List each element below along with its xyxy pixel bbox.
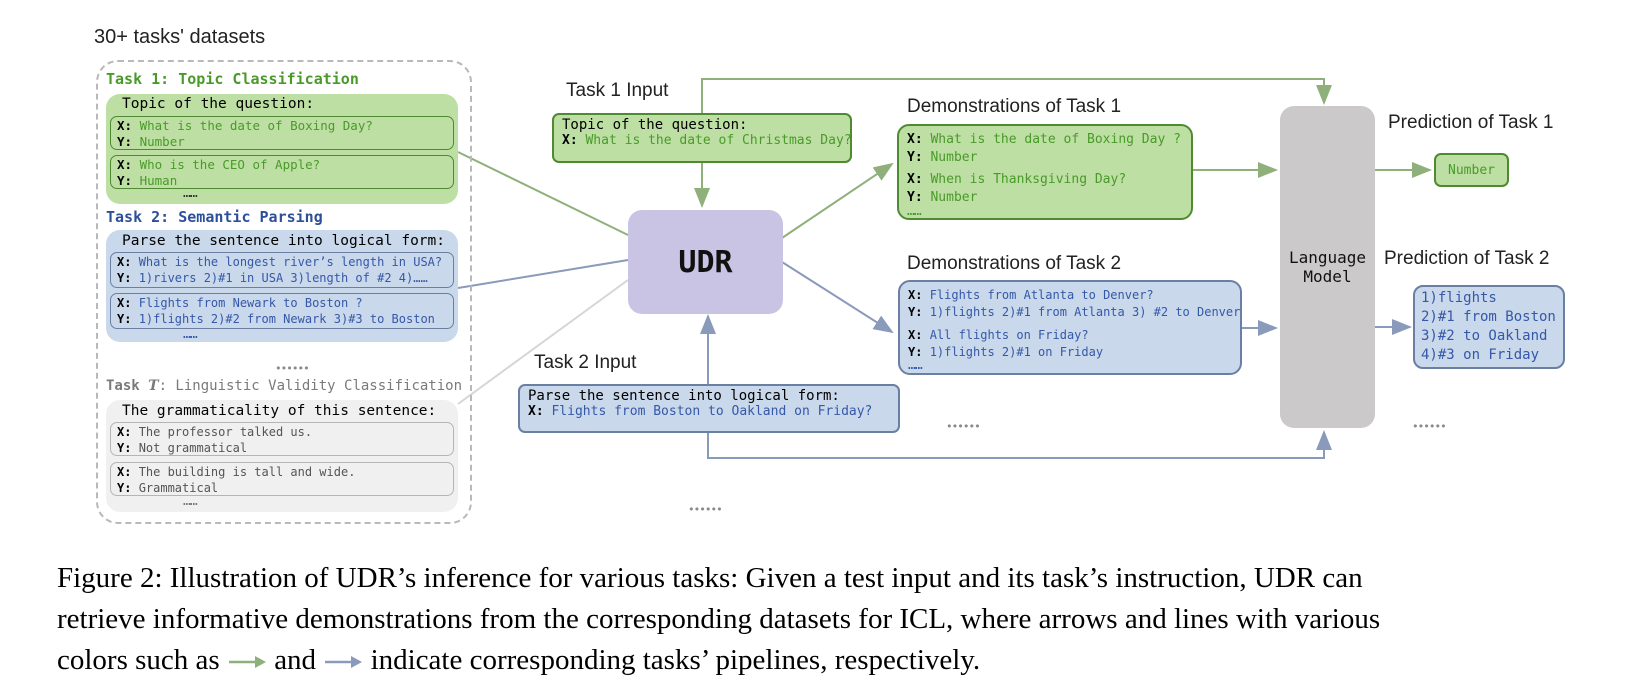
input2-box: Parse the sentence into logical form: X:… [518,384,900,433]
demo1-label: Demonstrations of Task 1 [907,96,1122,117]
task1-example: X: What is the date of Boxing Day? Y: Nu… [110,116,454,150]
demo2-example: X: Flights from Atlanta to Denver? [908,288,1154,302]
caption-line: retrieve informative demonstrations from… [57,603,1381,635]
task1-example: X: Who is the CEO of Apple? Y: Human [110,155,454,189]
input1-x: What is the date of Christmas Day? [585,133,852,148]
task2-dataset-box [106,230,458,342]
pred2-label: Prediction of Task 2 [1384,248,1550,269]
task2-more: …… [183,327,198,342]
udr-to-demo2-arrow [781,261,894,334]
demo1-example: X: What is the date of Boxing Day ? [907,132,1181,147]
input2-instruction: Parse the sentence into logical form: [528,388,840,404]
pred1-box: Number [1434,153,1509,187]
task1-dataset-link [457,151,629,236]
caption-line: Figure 2: Illustration of UDR’s inferenc… [57,562,1363,594]
lm-line2: Model [1303,267,1352,286]
bottom-dots: •••••• [688,503,723,516]
demo1-example: X: When is Thanksgiving Day? [907,172,1127,187]
figure-caption: Figure 2: Illustration of UDR’s inferenc… [57,558,1380,681]
green-arrow-icon [228,656,266,669]
pred2-box: 1)flights 2)#1 from Boston 3)#2 to Oakla… [1413,285,1565,369]
taskT-example: X: The professor talked us. Y: Not gramm… [110,422,454,456]
blue-arrow-icon [325,656,363,669]
task1-title: Task 1: Topic Classification [106,70,359,88]
pred1-value: Number [1448,162,1495,178]
taskT-example: X: The building is tall and wide. Y: Gra… [110,462,454,496]
language-model-box: Language Model [1280,106,1375,428]
demo2-box: X: Flights from Atlanta to Denver? Y: 1)… [898,280,1242,375]
pred-dots: •••••• [1412,420,1447,433]
caption-line: colors such as and indicate correspondin… [57,644,981,676]
between-tasks-dots: •••••• [275,362,310,375]
demo2-label: Demonstrations of Task 2 [907,253,1122,274]
taskT-instruction: The grammaticality of this sentence: [122,403,437,419]
input1-box: Topic of the question: X: What is the da… [552,113,852,163]
input1-instruction: Topic of the question: [562,117,748,133]
demo2-example: X: All flights on Friday? [908,328,1089,342]
input2-label: Task 2 Input [534,352,637,373]
pred2-line: 4)#3 on Friday [1421,347,1540,363]
udr-box: UDR [628,210,783,314]
taskT-dataset-box [106,400,458,512]
input2-to-lm-arrow [707,430,1332,459]
pred2-line: 2)#1 from Boston [1421,309,1556,325]
input2-x: Flights from Boston to Oakland on Friday… [551,404,873,419]
taskT-more: …… [183,494,198,509]
task2-example: X: What is the longest river’s length in… [110,252,454,288]
taskT-dataset-link [457,279,629,405]
demo1-more: …… [907,204,922,219]
demo1-box: X: What is the date of Boxing Day ? Y: N… [897,124,1193,220]
udr-to-demo1-arrow [781,162,894,239]
datasets-panel [96,60,472,524]
task2-title: Task 2: Semantic Parsing [106,208,323,226]
demo-dots: •••••• [946,420,981,433]
task2-instruction: Parse the sentence into logical form: [122,233,446,249]
input1-label: Task 1 Input [566,80,669,101]
datasets-label: 30+ tasks' datasets [94,26,266,48]
task2-example: X: Flights from Newark to Boston ? Y: 1)… [110,293,454,329]
task1-instruction: Topic of the question: [122,96,315,112]
input1-to-lm-arrow [701,78,1332,113]
taskT-title: Task T: Linguistic Validity Classificati… [106,378,463,394]
task2-dataset-link [457,259,629,289]
pred2-line: 1)flights [1421,290,1497,306]
demo2-more: …… [908,358,923,373]
pred2-line: 3)#2 to Oakland [1421,328,1548,344]
lm-line1: Language [1288,248,1367,267]
udr-label: UDR [678,244,733,280]
task1-more: …… [183,186,198,201]
pred1-label: Prediction of Task 1 [1388,112,1554,133]
